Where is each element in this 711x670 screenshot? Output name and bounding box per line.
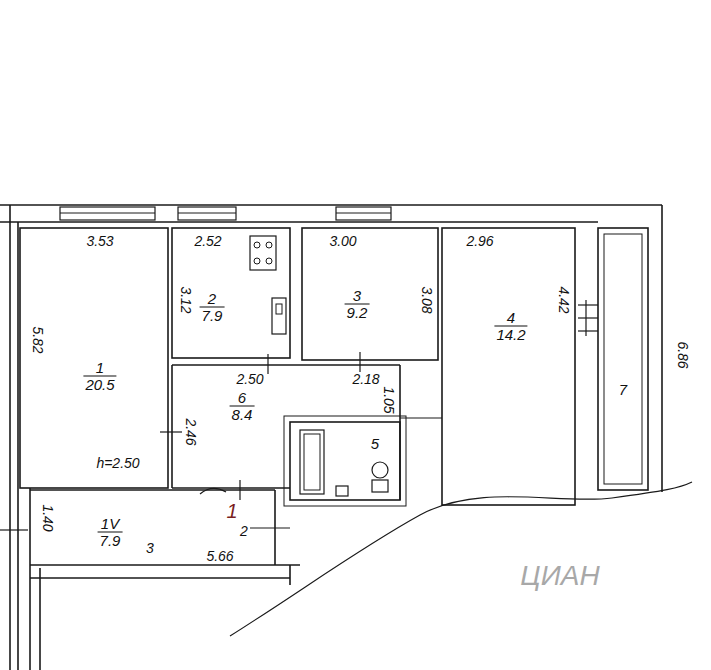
- room-label: 1V7.9: [98, 516, 123, 549]
- dimension-label: h=2.50: [96, 456, 139, 471]
- room-area-value: 7.9: [98, 533, 123, 549]
- dimension-label: 6.86: [675, 341, 690, 368]
- dimension-label: 3.00: [329, 234, 356, 249]
- room-number: 7: [617, 382, 629, 398]
- room-number: 2: [200, 291, 225, 308]
- room-label: 39.2: [345, 288, 370, 321]
- dimension-label: 2: [240, 524, 248, 539]
- dimension-label: 3.08: [419, 286, 434, 313]
- room-area: 5: [290, 422, 400, 500]
- dimension-label: 2.18: [352, 372, 379, 387]
- room-label: 120.5: [83, 360, 116, 393]
- room-area-value: 7.9: [200, 308, 225, 324]
- room-label: 27.9: [200, 291, 225, 324]
- room-label: 68.4: [230, 390, 255, 423]
- dimension-label: 3.12: [178, 286, 193, 313]
- watermark: ЦИАН: [520, 568, 599, 583]
- dimension-label: 3: [146, 541, 154, 556]
- room-area-value: 20.5: [83, 377, 116, 393]
- room-area-value: 9.2: [345, 305, 370, 321]
- dimension-label: 2.96: [466, 234, 493, 249]
- room-area: 414.2: [442, 228, 575, 505]
- room-area: 39.2: [302, 228, 438, 360]
- room-area: 120.5: [20, 228, 168, 488]
- dimension-label: 4.42: [556, 286, 571, 313]
- dimension-label: 1.05: [381, 386, 396, 413]
- room-area-value: 14.2: [494, 327, 527, 343]
- dimension-label: 3.53: [86, 234, 113, 249]
- room-label: 414.2: [494, 310, 527, 343]
- room-number: 6: [230, 390, 255, 407]
- room-area: 7: [598, 228, 648, 490]
- dimension-label: 1.40: [40, 504, 55, 531]
- room-label: 7: [617, 382, 629, 398]
- dimension-label: 5.82: [30, 326, 45, 353]
- room-number: 3: [345, 288, 370, 305]
- room-number: 4: [494, 310, 527, 327]
- dimension-label: 1: [226, 504, 237, 519]
- room-number: 1: [83, 360, 116, 377]
- room-label: 5: [369, 436, 381, 452]
- dimension-label: 2.50: [236, 372, 263, 387]
- room-area-value: 8.4: [230, 407, 255, 423]
- room-number: 1V: [98, 516, 123, 533]
- room-number: 5: [369, 436, 381, 452]
- dimension-label: 2.46: [183, 418, 198, 445]
- dimension-label: 5.66: [206, 549, 233, 564]
- dimension-label: 2.52: [194, 234, 221, 249]
